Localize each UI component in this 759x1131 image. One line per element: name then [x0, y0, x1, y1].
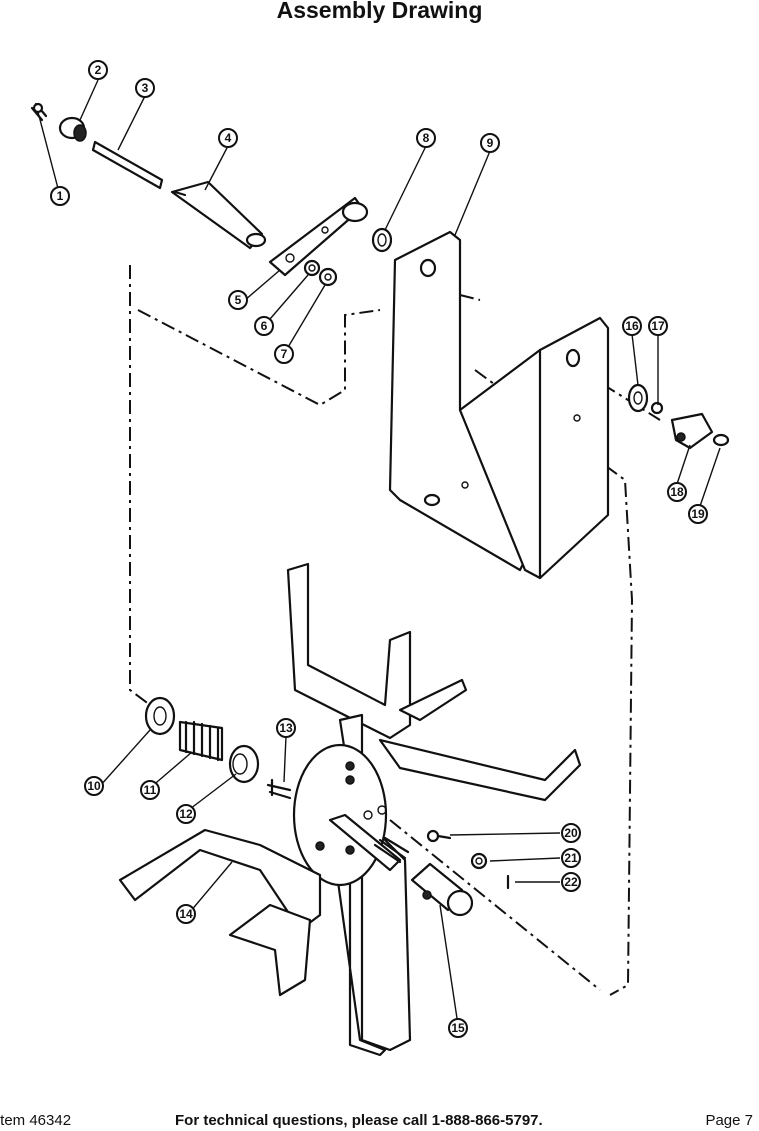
hub-cap [228, 744, 260, 784]
callout-20: 20 [561, 823, 581, 843]
shaft-spring-right [373, 836, 410, 864]
leader-lines [37, 79, 721, 1026]
callout-18: 18 [667, 482, 687, 502]
callout-12: 12 [176, 804, 196, 824]
callout-17: 17 [648, 316, 668, 336]
handle-grip [170, 180, 267, 250]
svg-text:7: 7 [281, 347, 288, 361]
svg-text:12: 12 [179, 807, 193, 821]
callout-10: 10 [84, 776, 104, 796]
callout-1: 1 [50, 186, 70, 206]
callout-11: 11 [140, 780, 160, 800]
callout-2: 2 [88, 60, 108, 80]
hub-spring [178, 720, 224, 762]
callout-4: 4 [218, 128, 238, 148]
page-title: Assembly Drawing [276, 0, 483, 23]
shaft-spring-left [266, 778, 292, 800]
svg-text:15: 15 [451, 1021, 465, 1035]
callout-9: 9 [480, 133, 500, 153]
lock-washer [470, 852, 488, 870]
u-bracket [388, 230, 610, 580]
callout-3: 3 [135, 78, 155, 98]
assembly-drawing: 1 2 3 4 5 6 7 8 9 10 11 12 13 14 15 16 1… [30, 60, 730, 1057]
footer-item-number: Item 46342 [0, 1112, 72, 1129]
right-washer [627, 383, 664, 415]
svg-text:14: 14 [179, 907, 193, 921]
callout-5: 5 [228, 290, 248, 310]
svg-text:8: 8 [423, 131, 430, 145]
svg-text:2: 2 [95, 63, 102, 77]
footer-support-text: For technical questions, please call 1-8… [175, 1112, 543, 1129]
coupler [410, 862, 474, 917]
svg-text:11: 11 [144, 783, 157, 797]
svg-text:6: 6 [261, 319, 268, 333]
bolt [426, 829, 452, 843]
callout-16: 16 [622, 316, 642, 336]
footer-page-number: Page 7 [705, 1112, 753, 1129]
pivot-knob [58, 116, 87, 142]
assembly-guide-lines [129, 265, 661, 996]
callout-15: 15 [448, 1018, 468, 1038]
washer-nut-pair [303, 259, 338, 287]
callout-21: 21 [561, 848, 581, 868]
svg-text:22: 22 [564, 875, 578, 889]
svg-text:21: 21 [564, 851, 578, 865]
rod [91, 140, 164, 190]
svg-text:9: 9 [487, 136, 494, 150]
spacer-ring [371, 227, 393, 253]
hub-washer [144, 696, 176, 736]
callout-13: 13 [276, 718, 296, 738]
callout-22: 22 [561, 872, 581, 892]
svg-text:4: 4 [225, 131, 232, 145]
svg-text:20: 20 [564, 826, 578, 840]
svg-text:17: 17 [651, 319, 665, 333]
svg-text:3: 3 [142, 81, 149, 95]
callout-14: 14 [176, 904, 196, 924]
svg-text:13: 13 [279, 721, 293, 735]
svg-text:19: 19 [691, 507, 705, 521]
callout-6: 6 [254, 316, 274, 336]
callout-7: 7 [274, 344, 294, 364]
svg-text:10: 10 [87, 779, 101, 793]
svg-text:5: 5 [235, 293, 242, 307]
svg-text:16: 16 [625, 319, 639, 333]
tine-rotor [118, 562, 582, 1057]
callout-19: 19 [688, 504, 708, 524]
callout-8: 8 [416, 128, 436, 148]
svg-text:1: 1 [57, 189, 64, 203]
cam-lock [670, 412, 730, 450]
svg-text:18: 18 [670, 485, 684, 499]
